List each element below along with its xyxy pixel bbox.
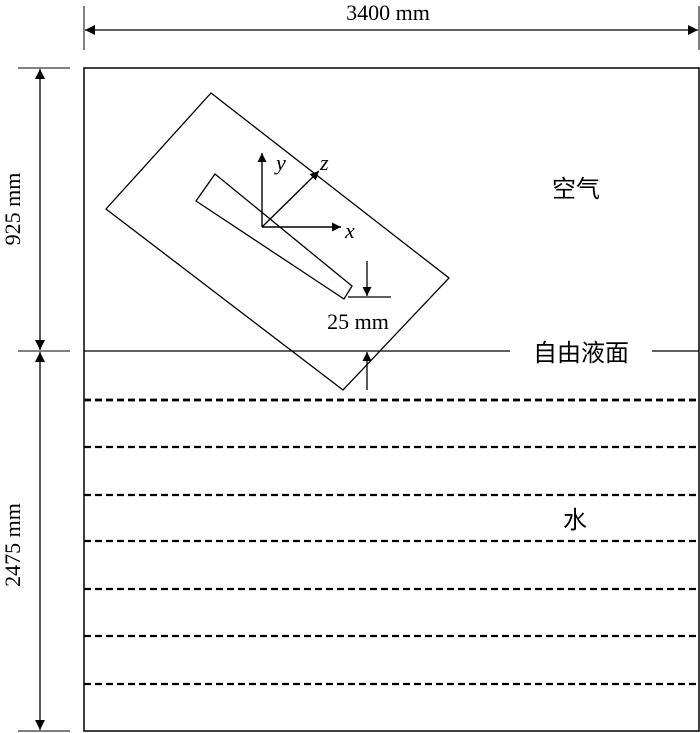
water-lines <box>84 398 699 686</box>
tilted-domain-box <box>105 92 450 391</box>
air-height-label: 925 mm <box>0 173 25 246</box>
x-axis-label: x <box>344 218 355 243</box>
gap-label: 25 mm <box>327 309 389 334</box>
width-dimension-label: 3400 mm <box>346 0 430 25</box>
y-axis-label: y <box>274 150 286 175</box>
z-axis-label: z <box>319 150 329 175</box>
free-surface-label: 自由液面 <box>533 339 629 367</box>
water-height-label: 2475 mm <box>0 503 25 587</box>
water-label: 水 <box>563 506 587 534</box>
wedge-body <box>195 173 353 300</box>
air-label: 空气 <box>552 175 600 203</box>
z-axis-arrow <box>261 170 320 228</box>
